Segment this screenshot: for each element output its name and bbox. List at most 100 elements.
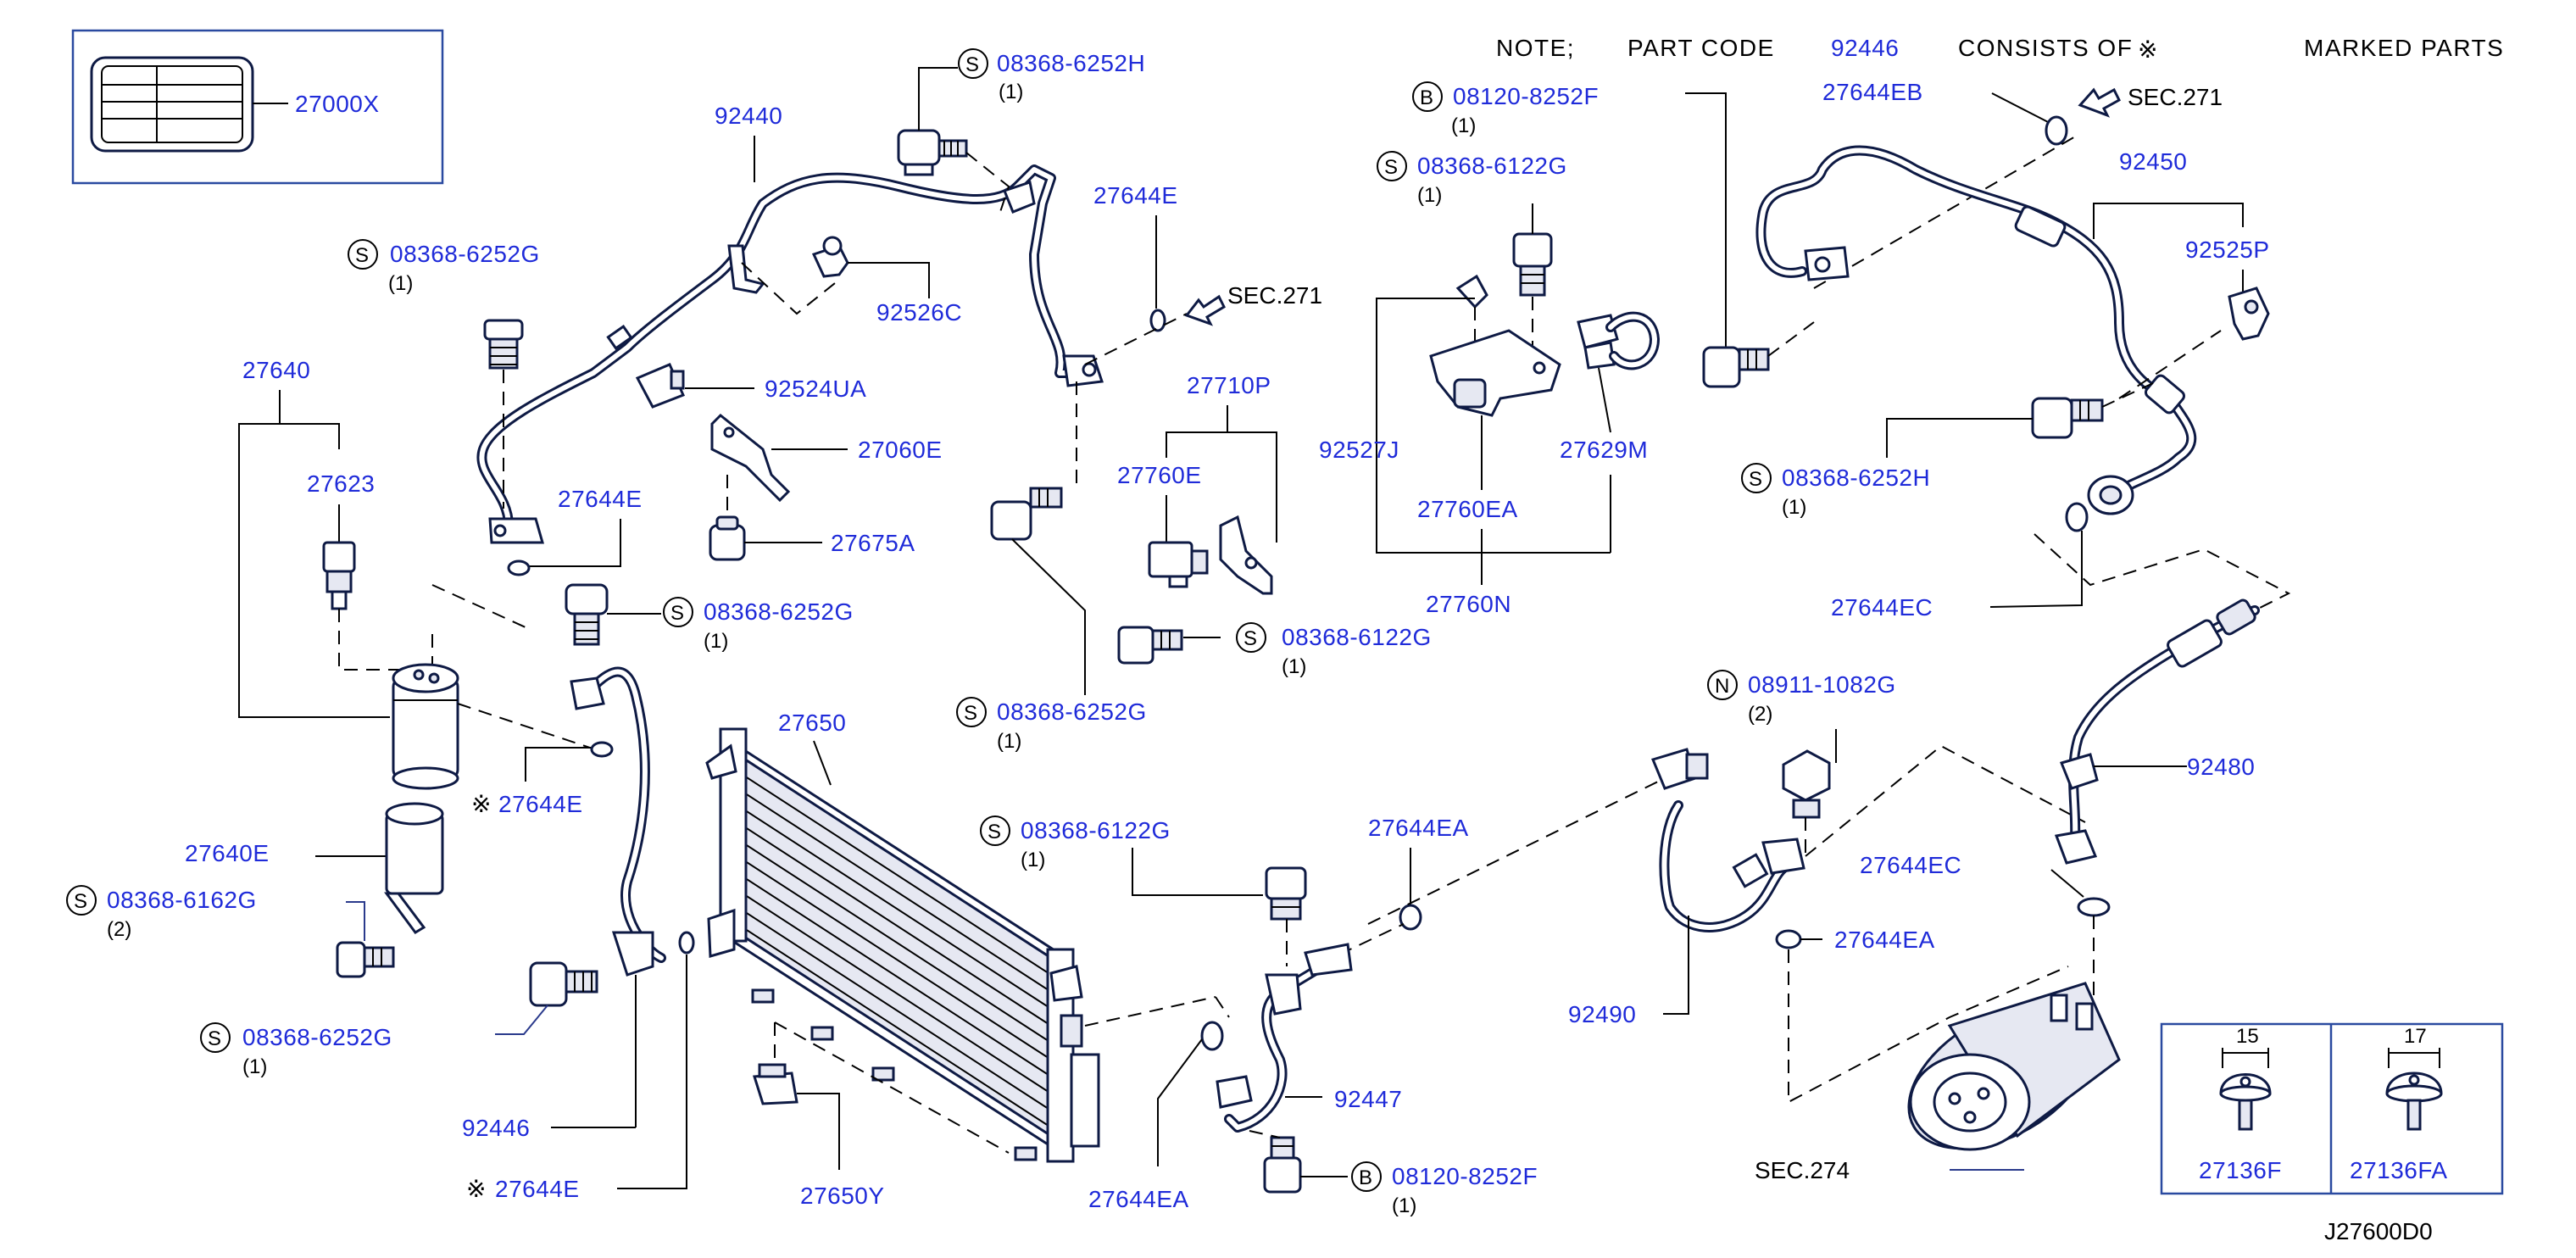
bolt-icon xyxy=(1512,232,1553,297)
pipe-92450 xyxy=(1755,145,2197,515)
n-mark-text: N xyxy=(1715,675,1729,698)
s-mark-text: S xyxy=(964,702,977,725)
bolt-icon xyxy=(1265,866,1307,921)
part-label-27650Y[interactable]: 27650Y xyxy=(800,1183,885,1209)
dimension-label-17: 17 xyxy=(2404,1025,2427,1048)
part-label-27644EC-a[interactable]: 27644EC xyxy=(1831,594,1933,621)
part-label-27644E-a[interactable]: 27644E xyxy=(1093,182,1178,209)
part-label-08368-6252G-b[interactable]: 08368-6252G xyxy=(704,598,854,625)
receiver-drier-icon xyxy=(392,663,459,790)
part-label-27644EB[interactable]: 27644EB xyxy=(1822,79,1923,105)
bracket-icon xyxy=(710,413,791,503)
part-label-08368-6252H-b[interactable]: 08368-6252H xyxy=(1782,465,1930,491)
part-label-92440[interactable]: 92440 xyxy=(715,103,782,129)
part-label-92526C[interactable]: 92526C xyxy=(876,299,962,326)
part-label-27644EC-b[interactable]: 27644EC xyxy=(1860,852,1961,878)
bracket-icon xyxy=(1429,329,1561,417)
s-mark-icon xyxy=(200,1022,231,1053)
part-label-08911-1082G[interactable]: 08911-1082G xyxy=(1748,671,1896,698)
part-label-27629M[interactable]: 27629M xyxy=(1560,437,1648,463)
s-mark-text: S xyxy=(1243,627,1257,650)
part-label-08368-6252H-top[interactable]: 08368-6252H xyxy=(997,50,1145,76)
part-label-27000X[interactable]: 27000X xyxy=(295,91,380,117)
qty-label: (1) xyxy=(999,81,1023,103)
o-ring-icon xyxy=(1775,929,1802,949)
part-label-92524UA[interactable]: 92524UA xyxy=(765,376,866,402)
bolt-icon xyxy=(1702,346,1770,388)
note-text-part-code: PART CODE xyxy=(1627,35,1775,61)
part-label-08368-6122G-a[interactable]: 08368-6122G xyxy=(1021,817,1171,843)
s-mark-icon xyxy=(980,815,1010,846)
part-label-92447[interactable]: 92447 xyxy=(1334,1086,1402,1112)
part-label-92450[interactable]: 92450 xyxy=(2119,148,2187,175)
s-mark-text: S xyxy=(208,1027,221,1050)
s-mark-text: S xyxy=(355,244,369,267)
part-label-27060E[interactable]: 27060E xyxy=(858,437,943,463)
o-ring-icon xyxy=(590,741,614,758)
section-ref-sec271-a[interactable]: SEC.271 xyxy=(1227,282,1322,309)
pipe-92490 xyxy=(1650,748,1805,932)
part-label-27644E-b[interactable]: 27644E xyxy=(558,486,643,512)
sensor-connector-icon xyxy=(1577,311,1660,370)
s-mark-text: S xyxy=(670,602,684,625)
o-ring-icon xyxy=(1200,1021,1224,1051)
clip-icon xyxy=(811,236,849,278)
s-mark-icon xyxy=(956,697,987,727)
grommet-icon xyxy=(709,515,746,561)
part-label-92525P[interactable]: 92525P xyxy=(2185,237,2270,263)
note-part-code[interactable]: 92446 xyxy=(1831,35,1899,61)
part-label-27644E-d[interactable]: 27644E xyxy=(495,1176,580,1202)
part-label-92480[interactable]: 92480 xyxy=(2187,754,2255,780)
label-box-frame xyxy=(71,29,444,185)
clip-icon xyxy=(635,363,686,409)
part-label-08368-6122G-b[interactable]: 08368-6122G xyxy=(1282,624,1432,650)
qty-label: (1) xyxy=(704,630,728,653)
part-label-08368-6252G-d[interactable]: 08368-6252G xyxy=(997,699,1147,725)
part-label-27640[interactable]: 27640 xyxy=(242,357,310,383)
part-label-92446[interactable]: 92446 xyxy=(462,1115,530,1141)
part-label-27644EA-b[interactable]: 27644EA xyxy=(1088,1186,1189,1212)
part-label-27644EA-c[interactable]: 27644EA xyxy=(1834,927,1935,953)
condenser-27650 xyxy=(705,727,1100,1163)
bolt-icon xyxy=(1263,1136,1302,1194)
part-label-27136F[interactable]: 27136F xyxy=(2199,1157,2282,1183)
part-label-27640E[interactable]: 27640E xyxy=(185,840,270,866)
qty-label: (1) xyxy=(1417,184,1442,207)
pipe-92446 xyxy=(570,666,666,977)
s-mark-icon xyxy=(958,48,988,79)
qty-label: (1) xyxy=(242,1055,267,1078)
bracket-icon xyxy=(1219,515,1273,595)
clip-icon xyxy=(1455,274,1488,309)
qty-label: (1) xyxy=(1782,496,1806,519)
part-label-27675A[interactable]: 27675A xyxy=(831,530,915,556)
section-ref-sec271-b[interactable]: SEC.271 xyxy=(2128,84,2223,110)
part-label-27760E[interactable]: 27760E xyxy=(1117,462,1202,488)
part-label-27760EA[interactable]: 27760EA xyxy=(1417,496,1518,522)
s-mark-icon xyxy=(1377,151,1407,181)
part-label-08120-8252F-a[interactable]: 08120-8252F xyxy=(1392,1163,1538,1189)
b-mark-text: B xyxy=(1359,1166,1372,1189)
part-label-08368-6252G-c[interactable]: 08368-6252G xyxy=(242,1024,392,1050)
part-label-08368-6252G-a[interactable]: 08368-6252G xyxy=(390,241,540,267)
part-label-27136FA[interactable]: 27136FA xyxy=(2350,1157,2448,1183)
part-label-27644E-c[interactable]: 27644E xyxy=(498,791,583,817)
part-label-92490[interactable]: 92490 xyxy=(1568,1001,1636,1027)
arrow-icon xyxy=(2078,87,2121,118)
part-label-27644EA-a[interactable]: 27644EA xyxy=(1368,815,1469,841)
s-mark-icon xyxy=(348,239,378,270)
compressor-icon xyxy=(1907,982,2121,1151)
part-label-08368-6162G[interactable]: 08368-6162G xyxy=(107,887,257,913)
qty-label: (1) xyxy=(1282,655,1306,678)
part-label-08120-8252F-b[interactable]: 08120-8252F xyxy=(1453,83,1599,109)
bolt-icon xyxy=(897,129,968,176)
section-ref-sec274[interactable]: SEC.274 xyxy=(1755,1157,1850,1183)
pipe-92447 xyxy=(1216,943,1353,1133)
s-mark-icon xyxy=(66,885,97,916)
part-label-27710P[interactable]: 27710P xyxy=(1187,372,1271,398)
s-mark-text: S xyxy=(1384,156,1398,179)
part-label-08368-6122G-c[interactable]: 08368-6122G xyxy=(1417,153,1567,179)
part-label-27760N[interactable]: 27760N xyxy=(1426,591,1511,617)
part-label-92527J[interactable]: 92527J xyxy=(1319,437,1399,463)
part-label-27650[interactable]: 27650 xyxy=(778,710,846,736)
part-label-27623[interactable]: 27623 xyxy=(307,470,375,497)
